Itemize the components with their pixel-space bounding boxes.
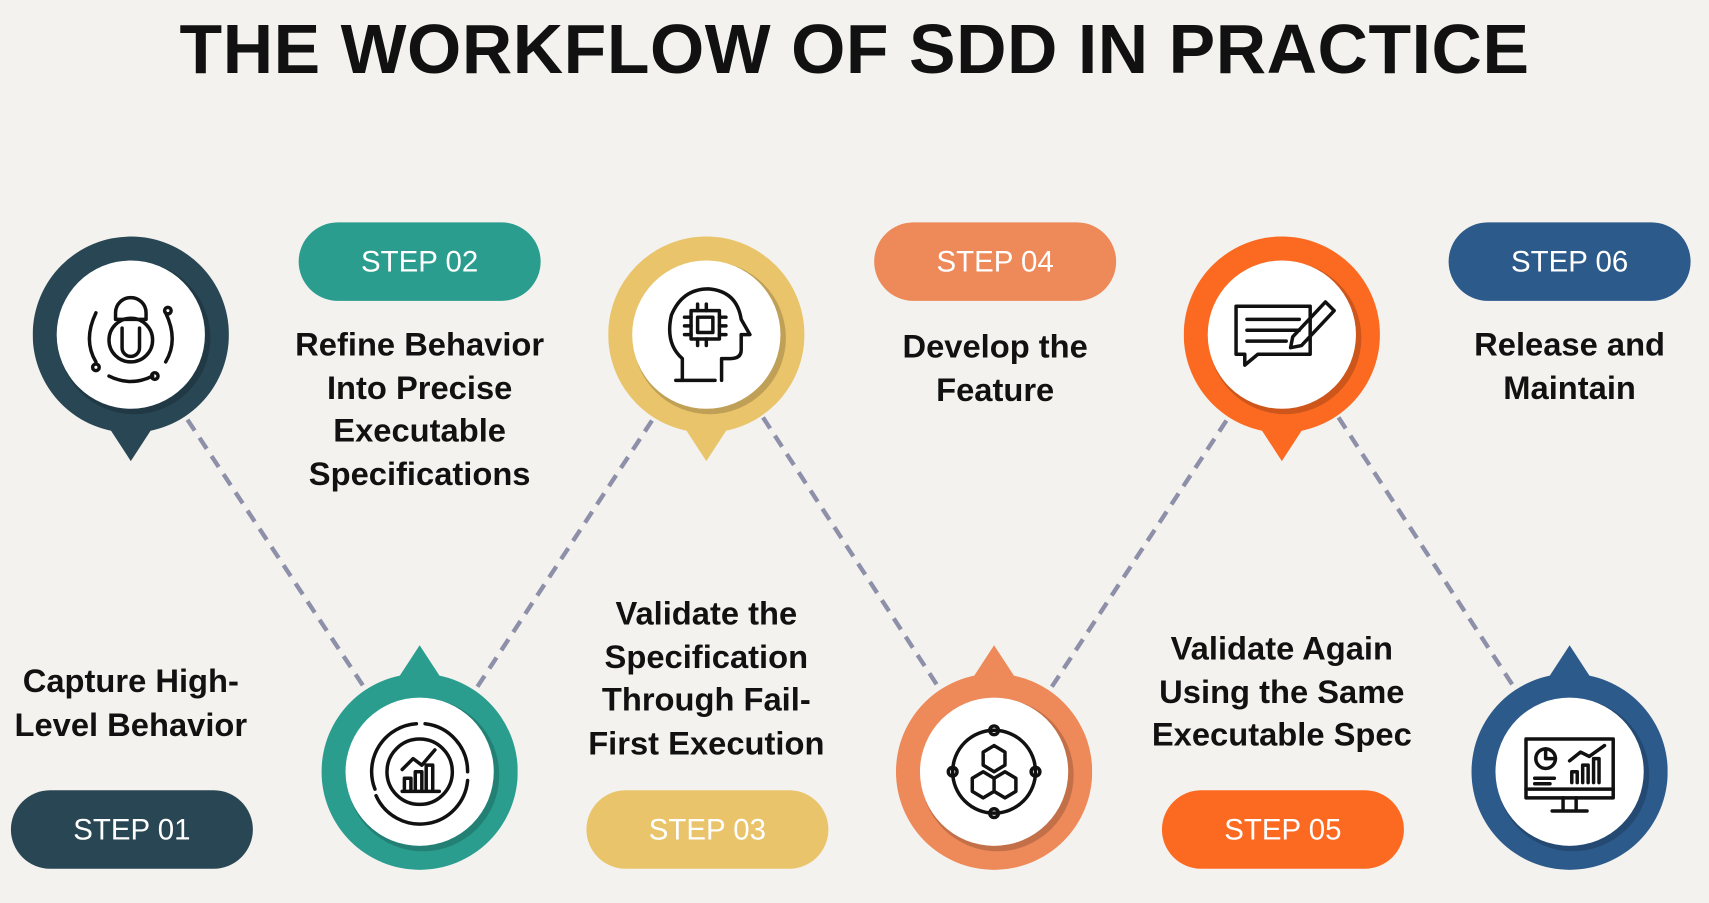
document-pen-icon: [1234, 300, 1336, 367]
line: Executable: [333, 413, 506, 450]
line: Executable Spec: [1151, 717, 1412, 754]
step-06-badge: STEP 06: [1448, 222, 1691, 301]
line: Through Fail-: [601, 682, 811, 719]
step-03-badge: STEP 03: [586, 790, 829, 869]
connector-2-3: [475, 416, 656, 688]
line: Validate the: [615, 596, 798, 633]
line: Level Behavior: [14, 706, 248, 743]
chart-cycle-icon: [369, 722, 470, 826]
step-03-pin: [608, 204, 805, 466]
step-06-pin: [1471, 641, 1668, 903]
monitor-analytics-icon: [1524, 737, 1615, 813]
step-01-badge: STEP 01: [10, 790, 253, 869]
line: First Execution: [588, 725, 825, 762]
line: Refine Behavior: [295, 327, 545, 363]
connector-5-6: [1336, 416, 1517, 691]
line: Validate Again: [1170, 631, 1393, 668]
ai-head-chip-icon: [667, 287, 752, 383]
line: Develop the: [902, 329, 1088, 366]
line: Specifications: [308, 456, 531, 493]
line: Capture High-: [22, 663, 239, 700]
cubes-network-icon: [946, 724, 1042, 820]
step-01-description: Capture High- Level Behavior: [0, 661, 294, 747]
step-04-badge: STEP 04: [874, 222, 1117, 301]
page-title: THE WORKFLOW OF SDD IN PRACTICE: [179, 9, 1530, 89]
step-05-badge: STEP 05: [1161, 790, 1404, 869]
line: Feature: [936, 372, 1055, 409]
step-02-badge: STEP 02: [298, 222, 541, 301]
step-04-pin: [895, 641, 1093, 903]
step-05-pin: [1183, 204, 1380, 466]
connector-4-5: [1050, 416, 1231, 688]
connector-1-2: [185, 418, 367, 691]
step-01-pin: [32, 204, 229, 466]
line: Release and: [1474, 327, 1666, 363]
line: Using the Same: [1159, 674, 1405, 711]
line: Maintain: [1503, 370, 1636, 407]
line: Into Precise: [326, 370, 513, 407]
connector-3-4: [761, 416, 942, 691]
lightbulb-gear-icon: [87, 295, 174, 384]
step-02-pin: [321, 641, 518, 903]
line: Specification: [604, 639, 809, 676]
